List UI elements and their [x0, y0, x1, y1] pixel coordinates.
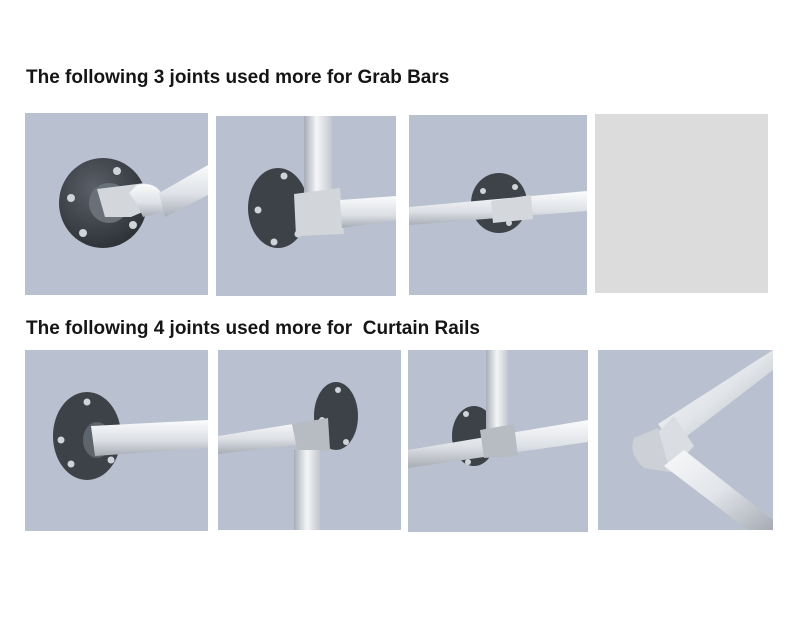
- grab-bar-inline-flange-image: [409, 115, 587, 295]
- curtain-rail-cross-image: [408, 350, 588, 532]
- grab-bar-tee-image: [216, 116, 396, 296]
- grab-bar-elbow-image: [25, 113, 208, 295]
- grab-bars-heading: The following 3 joints used more for Gra…: [26, 67, 450, 88]
- curtain-rail-corner-elbow-image: [598, 350, 773, 530]
- curtain-rail-end-flange-image: [25, 350, 208, 531]
- curtain-rail-tee-flange-image: [218, 350, 401, 530]
- curtain-rails-heading: The following 4 joints used more for Cur…: [26, 318, 480, 339]
- empty-placeholder-panel: [595, 114, 768, 293]
